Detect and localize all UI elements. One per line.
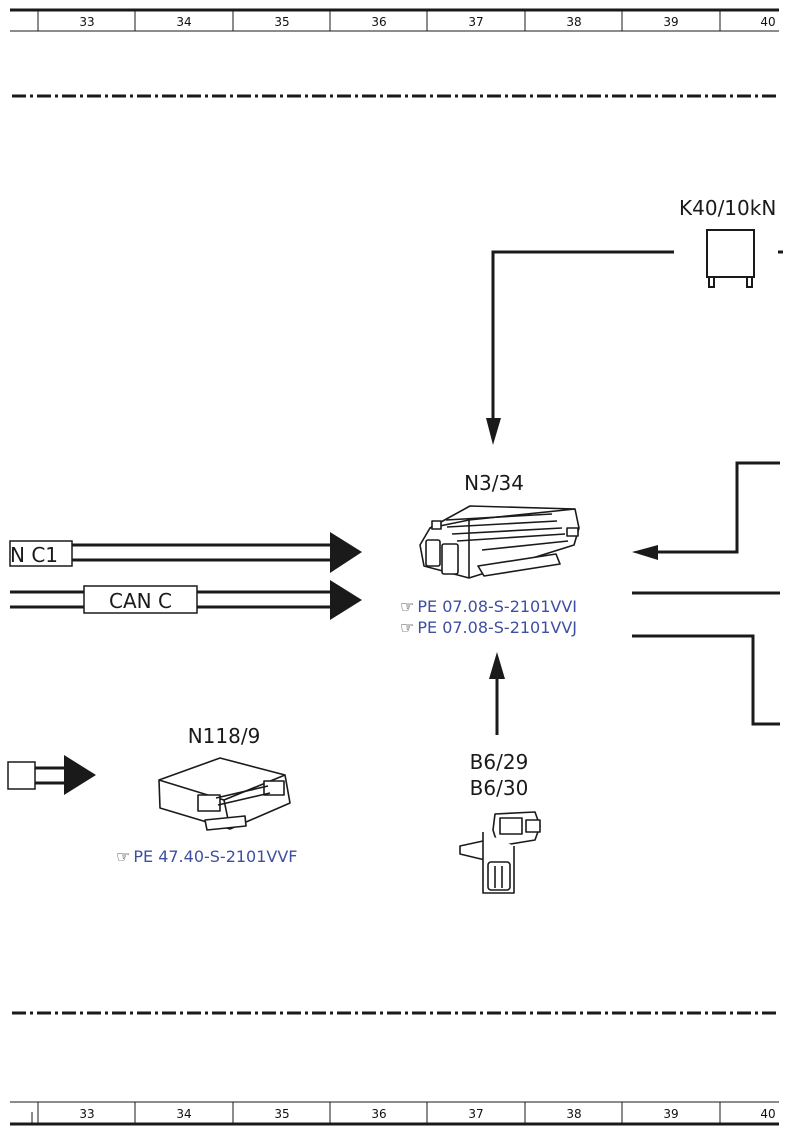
sensor-label-2: B6/30 xyxy=(469,776,529,800)
bottom-column-ruler xyxy=(10,1101,779,1126)
can-c1-label: N C1 xyxy=(10,545,59,565)
can-c-bus xyxy=(10,580,362,620)
bottom-column-numbers: 33 34 35 36 37 38 39 40 xyxy=(79,1107,775,1121)
column-number: 35 xyxy=(274,15,289,29)
arrow-left-to-ecu xyxy=(632,545,658,560)
top-column-numbers: 33 34 35 36 37 38 39 40 xyxy=(79,15,775,29)
ecu-label: N3/34 xyxy=(464,471,524,495)
can-c-label: CAN C xyxy=(109,589,172,613)
column-number: 39 xyxy=(663,15,678,29)
relay-label: K40/10kN xyxy=(679,196,777,220)
pointing-hand-icon: ☞ xyxy=(400,618,415,637)
column-number: 33 xyxy=(79,15,94,29)
ecu-reference-text-2: PE 07.08-S-2101VVJ xyxy=(417,618,578,637)
column-number: 33 xyxy=(79,1107,94,1121)
column-number: 40 xyxy=(760,15,775,29)
ecu-reference-text-1: PE 07.08-S-2101VVI xyxy=(417,597,578,616)
column-number: 34 xyxy=(176,15,191,29)
column-number: 35 xyxy=(274,1107,289,1121)
pointing-hand-icon: ☞ xyxy=(400,597,415,616)
column-number: 36 xyxy=(371,1107,386,1121)
column-number: 38 xyxy=(566,15,581,29)
arrow-down-to-ecu xyxy=(486,418,501,445)
pointing-hand-icon: ☞ xyxy=(116,847,131,866)
module-label: N118/9 xyxy=(187,724,261,748)
module-reference-link[interactable]: ☞PE 47.40-S-2101VVF xyxy=(116,849,298,865)
column-number: 38 xyxy=(566,1107,581,1121)
right-wire-lower xyxy=(632,634,780,726)
relay-symbol xyxy=(706,229,755,288)
sensor-drawing xyxy=(459,811,541,894)
ecu-drawing xyxy=(419,505,580,579)
column-number: 37 xyxy=(468,15,483,29)
sensor-label-1: B6/29 xyxy=(469,750,529,774)
column-number: 37 xyxy=(468,1107,483,1121)
column-number: 39 xyxy=(663,1107,678,1121)
arrow-up-to-ecu xyxy=(489,652,505,679)
relay-to-ecu-wire xyxy=(491,250,674,420)
top-column-ruler xyxy=(10,8,779,32)
column-number: 34 xyxy=(176,1107,191,1121)
module-reference-text: PE 47.40-S-2101VVF xyxy=(133,847,298,866)
can-c1-bus xyxy=(9,532,362,573)
right-input-wire xyxy=(655,461,780,554)
column-number: 40 xyxy=(760,1107,775,1121)
ecu-reference-link-1[interactable]: ☞PE 07.08-S-2101VVI xyxy=(400,599,577,615)
module-drawing xyxy=(158,757,291,831)
ecu-reference-link-2[interactable]: ☞PE 07.08-S-2101VVJ xyxy=(400,620,577,636)
column-number: 36 xyxy=(371,15,386,29)
module-input-arrow xyxy=(7,755,96,795)
